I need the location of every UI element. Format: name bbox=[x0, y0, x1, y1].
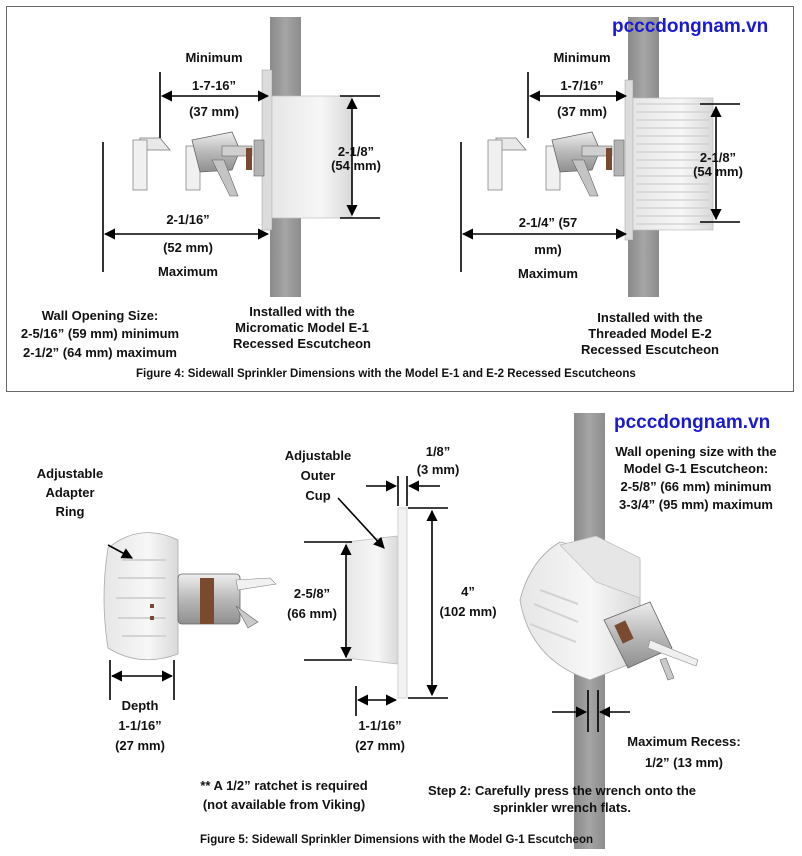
wall-opening-min: 2-5/16” (59 mm) minimum bbox=[20, 326, 180, 341]
installed-e1-line1: Installed with the bbox=[249, 304, 355, 319]
figure-5-caption: Figure 5: Sidewall Sprinkler Dimensions … bbox=[200, 834, 593, 846]
installed-g1-drawing bbox=[519, 413, 699, 849]
fig4-right-max-mm: mm) bbox=[534, 242, 562, 257]
cup-depth-dim: 2-5/8” bbox=[293, 586, 331, 601]
eighth-dim: 1/8” bbox=[425, 444, 451, 459]
wall-opening-title: Wall Opening Size: bbox=[41, 308, 159, 323]
depth-label: Depth bbox=[121, 698, 159, 713]
fig4-dimension-lines bbox=[102, 72, 740, 272]
cup-depth-mm: (66 mm) bbox=[287, 606, 337, 621]
installed-e2-line1: Installed with the bbox=[597, 310, 703, 325]
g1-opening-line2: Model G-1 Escutcheon: bbox=[623, 461, 769, 476]
outer-cup-line1: Adjustable bbox=[284, 448, 352, 463]
four-inch-mm: (102 mm) bbox=[439, 604, 497, 619]
adapter-ring-line2: Adapter bbox=[45, 485, 95, 500]
fig4-right-height-mm: (54 mm) bbox=[693, 164, 743, 179]
ratchet-note-line1: ** A 1/2” ratchet is required bbox=[200, 778, 368, 793]
step2-line1: Step 2: Carefully press the wrench onto … bbox=[428, 783, 696, 798]
cup-recess-mm: (27 mm) bbox=[355, 738, 405, 753]
installed-e2-line3: Recessed Escutcheon bbox=[580, 342, 720, 357]
g1-opening-line3: 2-5/8” (66 mm) minimum bbox=[620, 479, 772, 494]
figure-4-caption: Figure 4: Sidewall Sprinkler Dimensions … bbox=[136, 368, 636, 380]
installed-e1-line2: Micromatic Model E-1 bbox=[235, 320, 369, 335]
sprinkler-head-icon bbox=[177, 573, 277, 629]
cup-recess-dim: 1-1/16” bbox=[358, 718, 402, 733]
adapter-ring-line3: Ring bbox=[55, 504, 85, 519]
fig4-left-height-dim: 2-1/8” bbox=[337, 144, 375, 159]
adapter-ring-drawing bbox=[103, 532, 277, 661]
wall-opening-max: 2-1/2” (64 mm) maximum bbox=[23, 345, 177, 360]
installed-e2-line2: Threaded Model E-2 bbox=[588, 326, 712, 341]
sprinkler-head-icon bbox=[603, 601, 699, 681]
four-inch-dim: 4” bbox=[461, 584, 475, 599]
max-recess-label: Maximum Recess: bbox=[627, 734, 741, 749]
depth-mm: (27 mm) bbox=[115, 738, 165, 753]
fig4-right-drawing bbox=[487, 17, 714, 297]
step2-line2: sprinkler wrench flats. bbox=[493, 800, 631, 815]
fig4-right-min-mm: (37 mm) bbox=[557, 104, 607, 119]
fig4-left-min-label: Minimum bbox=[185, 50, 243, 65]
fig4-right-min-dim: 1-7/16” bbox=[560, 78, 604, 93]
fig4-right-height-dim: 2-1/8” bbox=[699, 150, 737, 165]
g1-opening-line4: 3-3/4” (95 mm) maximum bbox=[619, 497, 773, 512]
max-recess-dim: 1/2” (13 mm) bbox=[644, 755, 724, 770]
outer-cup-line2: Outer bbox=[300, 468, 336, 483]
adapter-ring-line1: Adjustable bbox=[36, 466, 104, 481]
ratchet-note-line2: (not available from Viking) bbox=[202, 797, 366, 812]
outer-cup-drawing bbox=[345, 507, 408, 699]
fig4-left-min-mm: (37 mm) bbox=[189, 104, 239, 119]
outer-cup-line3: Cup bbox=[305, 488, 331, 503]
fig5-dimension-lines bbox=[107, 476, 630, 732]
installed-e1-line3: Recessed Escutcheon bbox=[232, 336, 372, 351]
eighth-mm: (3 mm) bbox=[416, 462, 460, 477]
brand-watermark-bottom[interactable]: pcccdongnam.vn bbox=[614, 412, 771, 433]
fig4-right-max-dim: 2-1/4” (57 bbox=[518, 215, 578, 230]
fig4-right-min-label: Minimum bbox=[553, 50, 611, 65]
fig4-left-max-mm: (52 mm) bbox=[163, 240, 213, 255]
fig4-right-max-label: Maximum bbox=[518, 266, 578, 281]
escutcheon-plate bbox=[624, 79, 634, 241]
fig4-left-max-dim: 2-1/16” bbox=[166, 212, 210, 227]
fig4-left-height-mm: (54 mm) bbox=[331, 158, 381, 173]
fig4-left-max-label: Maximum bbox=[158, 264, 218, 279]
fig4-left-min-dim: 1-7-16” bbox=[191, 78, 237, 93]
thread-lines bbox=[636, 103, 710, 225]
sprinkler-head-icon bbox=[487, 131, 625, 197]
depth-dim: 1-1/16” bbox=[118, 718, 162, 733]
brand-watermark-top[interactable]: pcccdongnam.vn bbox=[612, 16, 769, 37]
g1-opening-line1: Wall opening size with the bbox=[615, 444, 777, 459]
sprinkler-head-icon bbox=[132, 131, 265, 197]
